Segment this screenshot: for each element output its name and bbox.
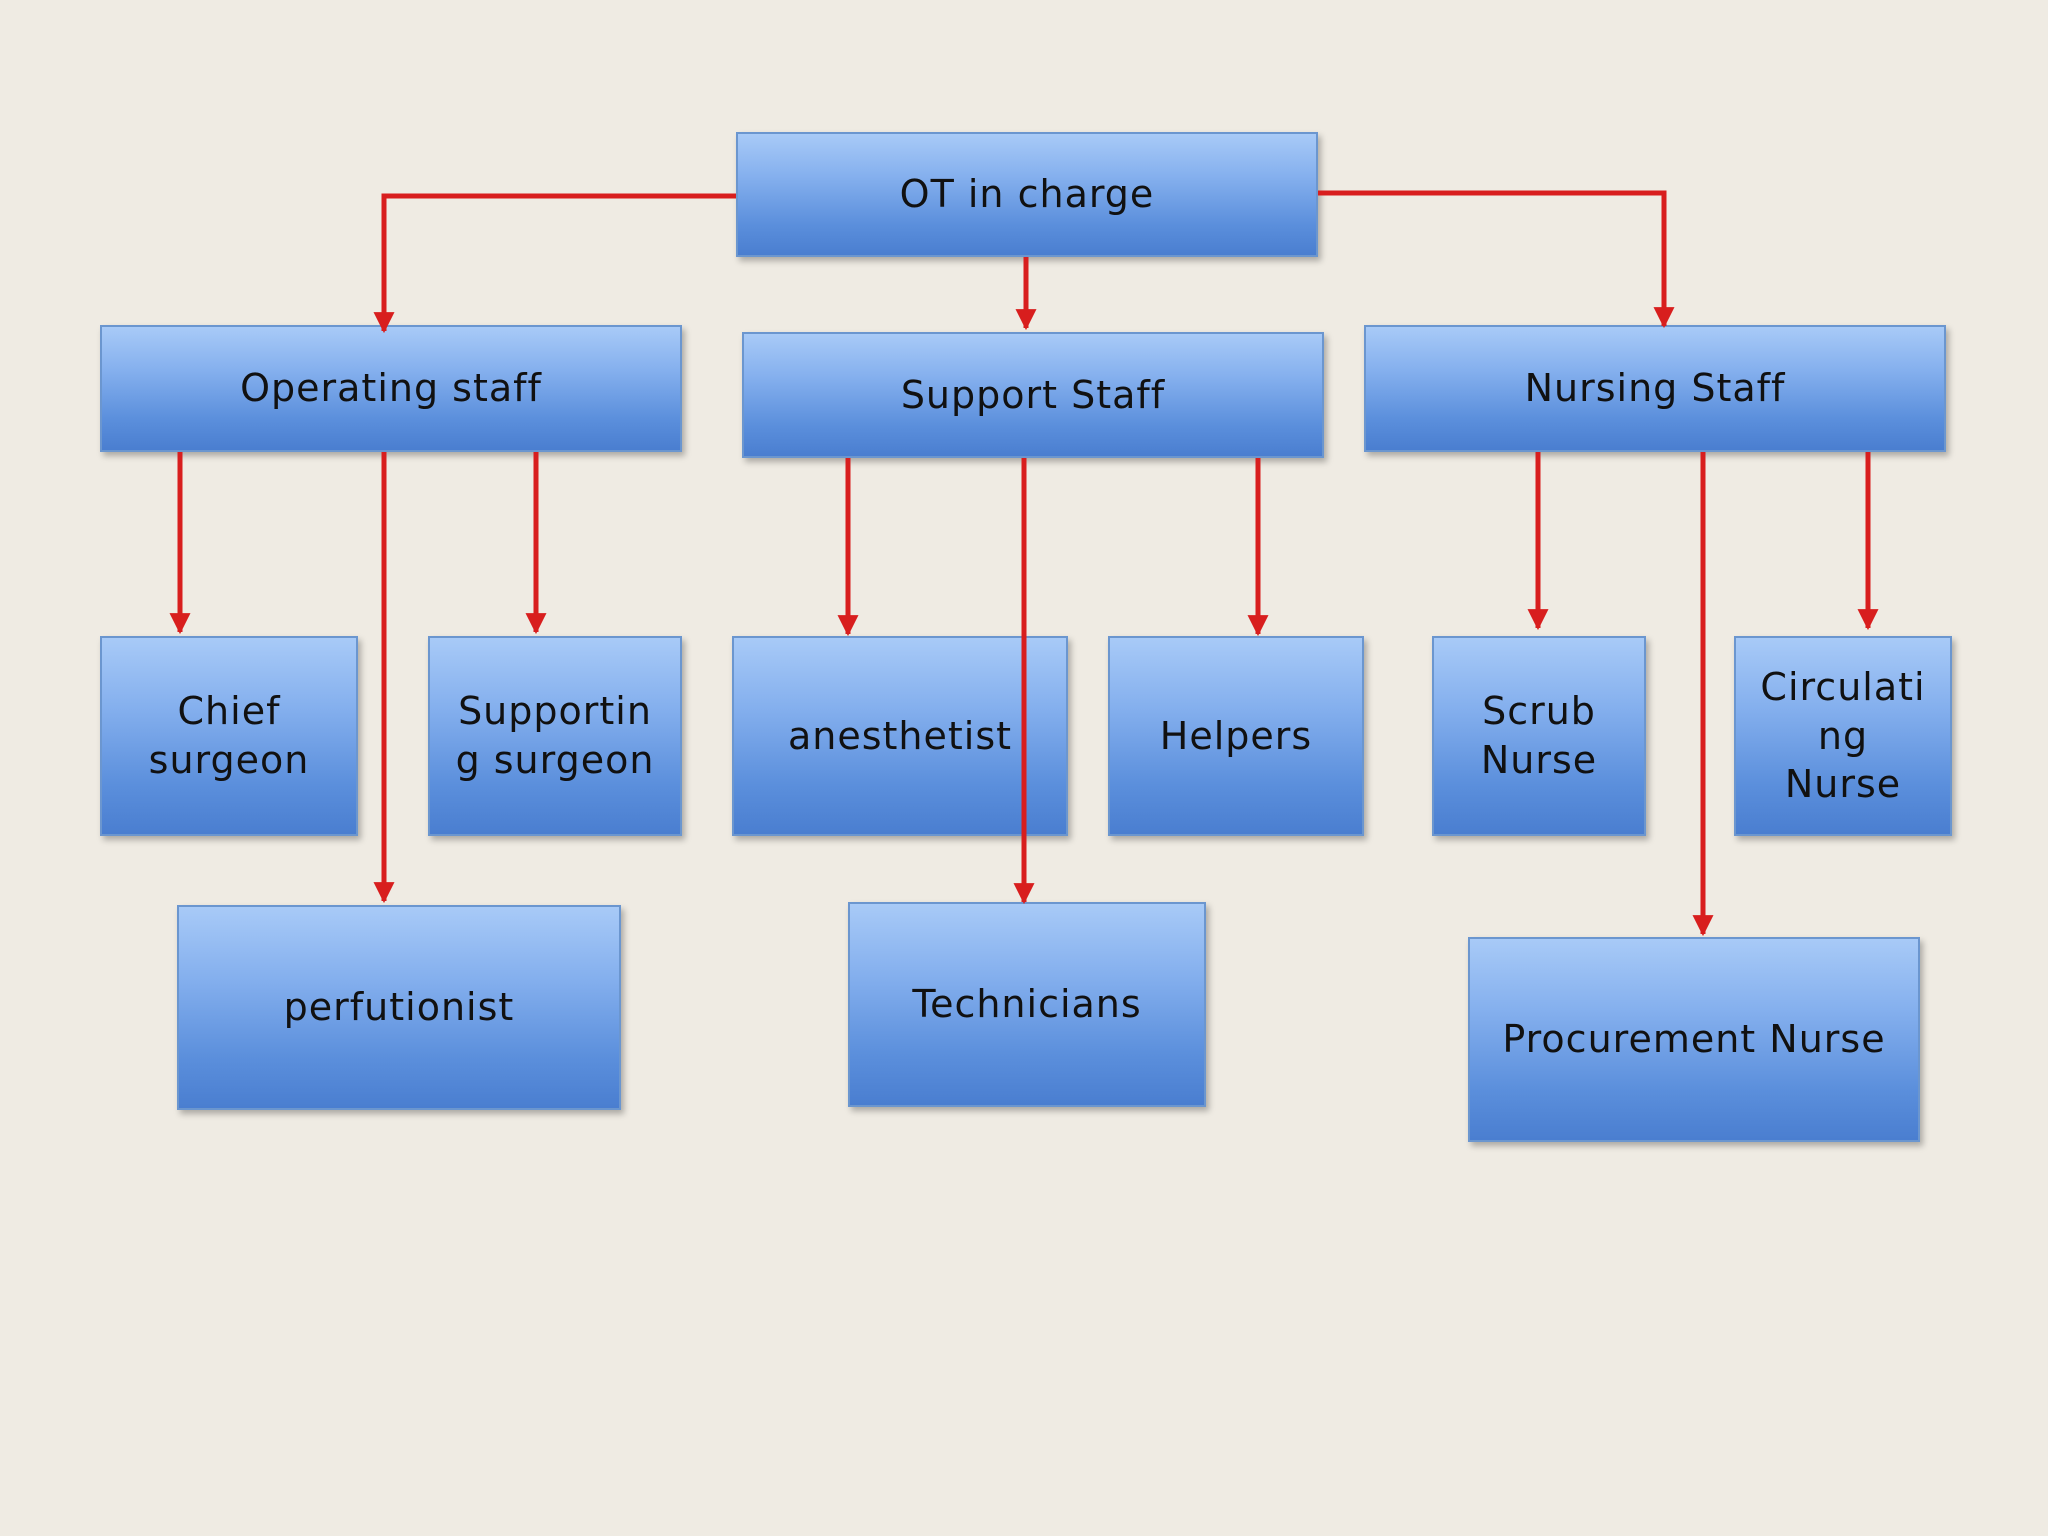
node-label: Supportin g surgeon [455,689,655,782]
node-supporting-surgeon: Supportin g surgeon [428,636,682,836]
node-label: Technicians [912,982,1142,1027]
node-label: Procurement Nurse [1502,1017,1886,1062]
node-label: Support Staff [900,372,1166,417]
node-label: Operating staff [240,366,542,411]
node-perfutionist: perfutionist [177,905,621,1110]
node-circulating-nurse: Circulati ng Nurse [1734,636,1952,836]
node-label: Chief surgeon [148,689,310,782]
node-ot-in-charge: OT in charge [736,132,1318,257]
node-scrub-nurse: Scrub Nurse [1432,636,1646,836]
node-chief-surgeon: Chief surgeon [100,636,358,836]
connector-root-nursing [1318,190,1675,329]
node-label: Scrub Nurse [1480,689,1598,782]
node-label: anesthetist [787,713,1013,758]
node-label: Nursing Staff [1524,366,1786,411]
node-technicians: Technicians [848,902,1206,1107]
node-label: Helpers [1159,713,1313,758]
node-label: Circulati ng Nurse [1760,665,1926,807]
node-procurement-nurse: Procurement Nurse [1468,937,1920,1142]
node-label: perfutionist [283,985,515,1030]
node-helpers: Helpers [1108,636,1364,836]
node-support-staff: Support Staff [742,332,1324,458]
node-nursing-staff: Nursing Staff [1364,325,1946,452]
connector-root-operating [373,193,736,334]
node-label: OT in charge [899,172,1155,217]
node-anesthetist: anesthetist [732,636,1068,836]
node-operating-staff: Operating staff [100,325,682,452]
